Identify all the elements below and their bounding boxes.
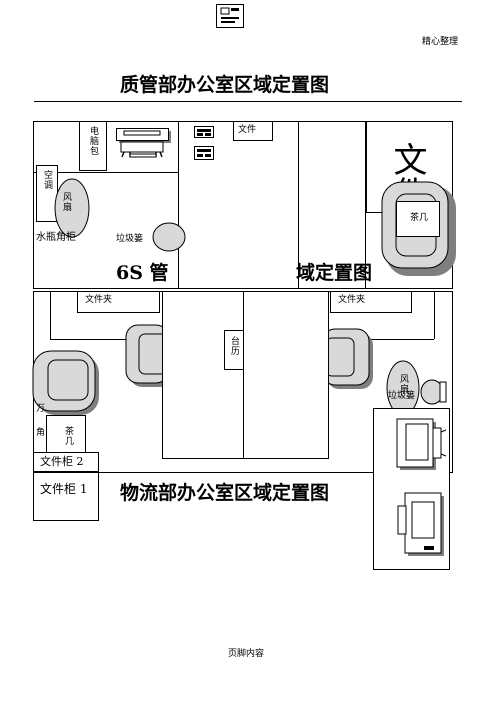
water-cabinet-label: 水瓶角柜 [36, 232, 76, 243]
middle-room-inner-wall [50, 291, 51, 339]
calendar-box [224, 330, 244, 370]
phone-icon [194, 146, 214, 160]
tea-table-right-label: 茶几 [410, 213, 429, 223]
printer-icon [397, 492, 444, 556]
middle-room-inner-wall-right [434, 291, 435, 339]
desk-chair-right [322, 328, 373, 389]
file-label: 文件 [238, 125, 257, 135]
six-s-title-left: 6S 管 [116, 262, 169, 284]
fan-ellipse [54, 178, 90, 238]
upper-room-divider-3 [365, 121, 366, 289]
desk-left [162, 291, 244, 459]
title-divider [34, 101, 462, 102]
document-logo-icon [216, 4, 244, 28]
desk-chair-left [125, 324, 172, 387]
computer-bag-box [79, 121, 107, 171]
cabinet-1-box [33, 472, 99, 521]
cabinet-2-box [33, 452, 99, 472]
upper-room-divider-2 [298, 121, 299, 289]
fan-top-label: 风扇 [61, 192, 71, 212]
folder-left-label: 文件夹 [85, 295, 113, 305]
upper-room-inner-line [33, 172, 178, 173]
desk-right [243, 291, 329, 459]
footer-text: 页脚内容 [228, 649, 265, 659]
tea-table-right-box [396, 201, 440, 237]
left-partial-label-2: 角 [36, 428, 46, 438]
calendar-label: 台历 [229, 336, 239, 356]
trash-right-label: 垃圾篓 [388, 391, 416, 401]
file-box [233, 121, 273, 141]
tea-table-left-label: 茶几 [63, 426, 73, 446]
folder-right-label: 文件夹 [338, 295, 366, 305]
left-partial-label-1: 万 [36, 404, 46, 414]
quality-office-title: 质管部办公室区域定置图 [120, 74, 330, 96]
folder-left-box [77, 291, 160, 313]
computer-bag-label: 电脑包 [88, 126, 98, 156]
six-s-title-right: 域定置图 [296, 262, 373, 284]
phone-icon [194, 126, 214, 138]
logistics-office-title: 物流部办公室区域定置图 [120, 482, 330, 504]
printer-icon [116, 128, 171, 158]
small-stool [420, 379, 447, 405]
cabinet-2-label: 文件柜 2 [40, 455, 84, 468]
printer-icon [396, 418, 447, 470]
upper-room-divider-1 [178, 121, 179, 289]
trash-can-ellipse [152, 222, 186, 252]
fan-right-label: 风扇 [398, 374, 408, 394]
armchair-left [32, 350, 99, 415]
folder-right-box [330, 291, 412, 313]
trash-top-label: 垃圾篓 [116, 234, 144, 244]
cabinet-1-label: 文件柜 1 [40, 482, 88, 496]
aircon-label: 空调 [42, 170, 52, 190]
header-right-text: 精心整理 [422, 37, 459, 47]
